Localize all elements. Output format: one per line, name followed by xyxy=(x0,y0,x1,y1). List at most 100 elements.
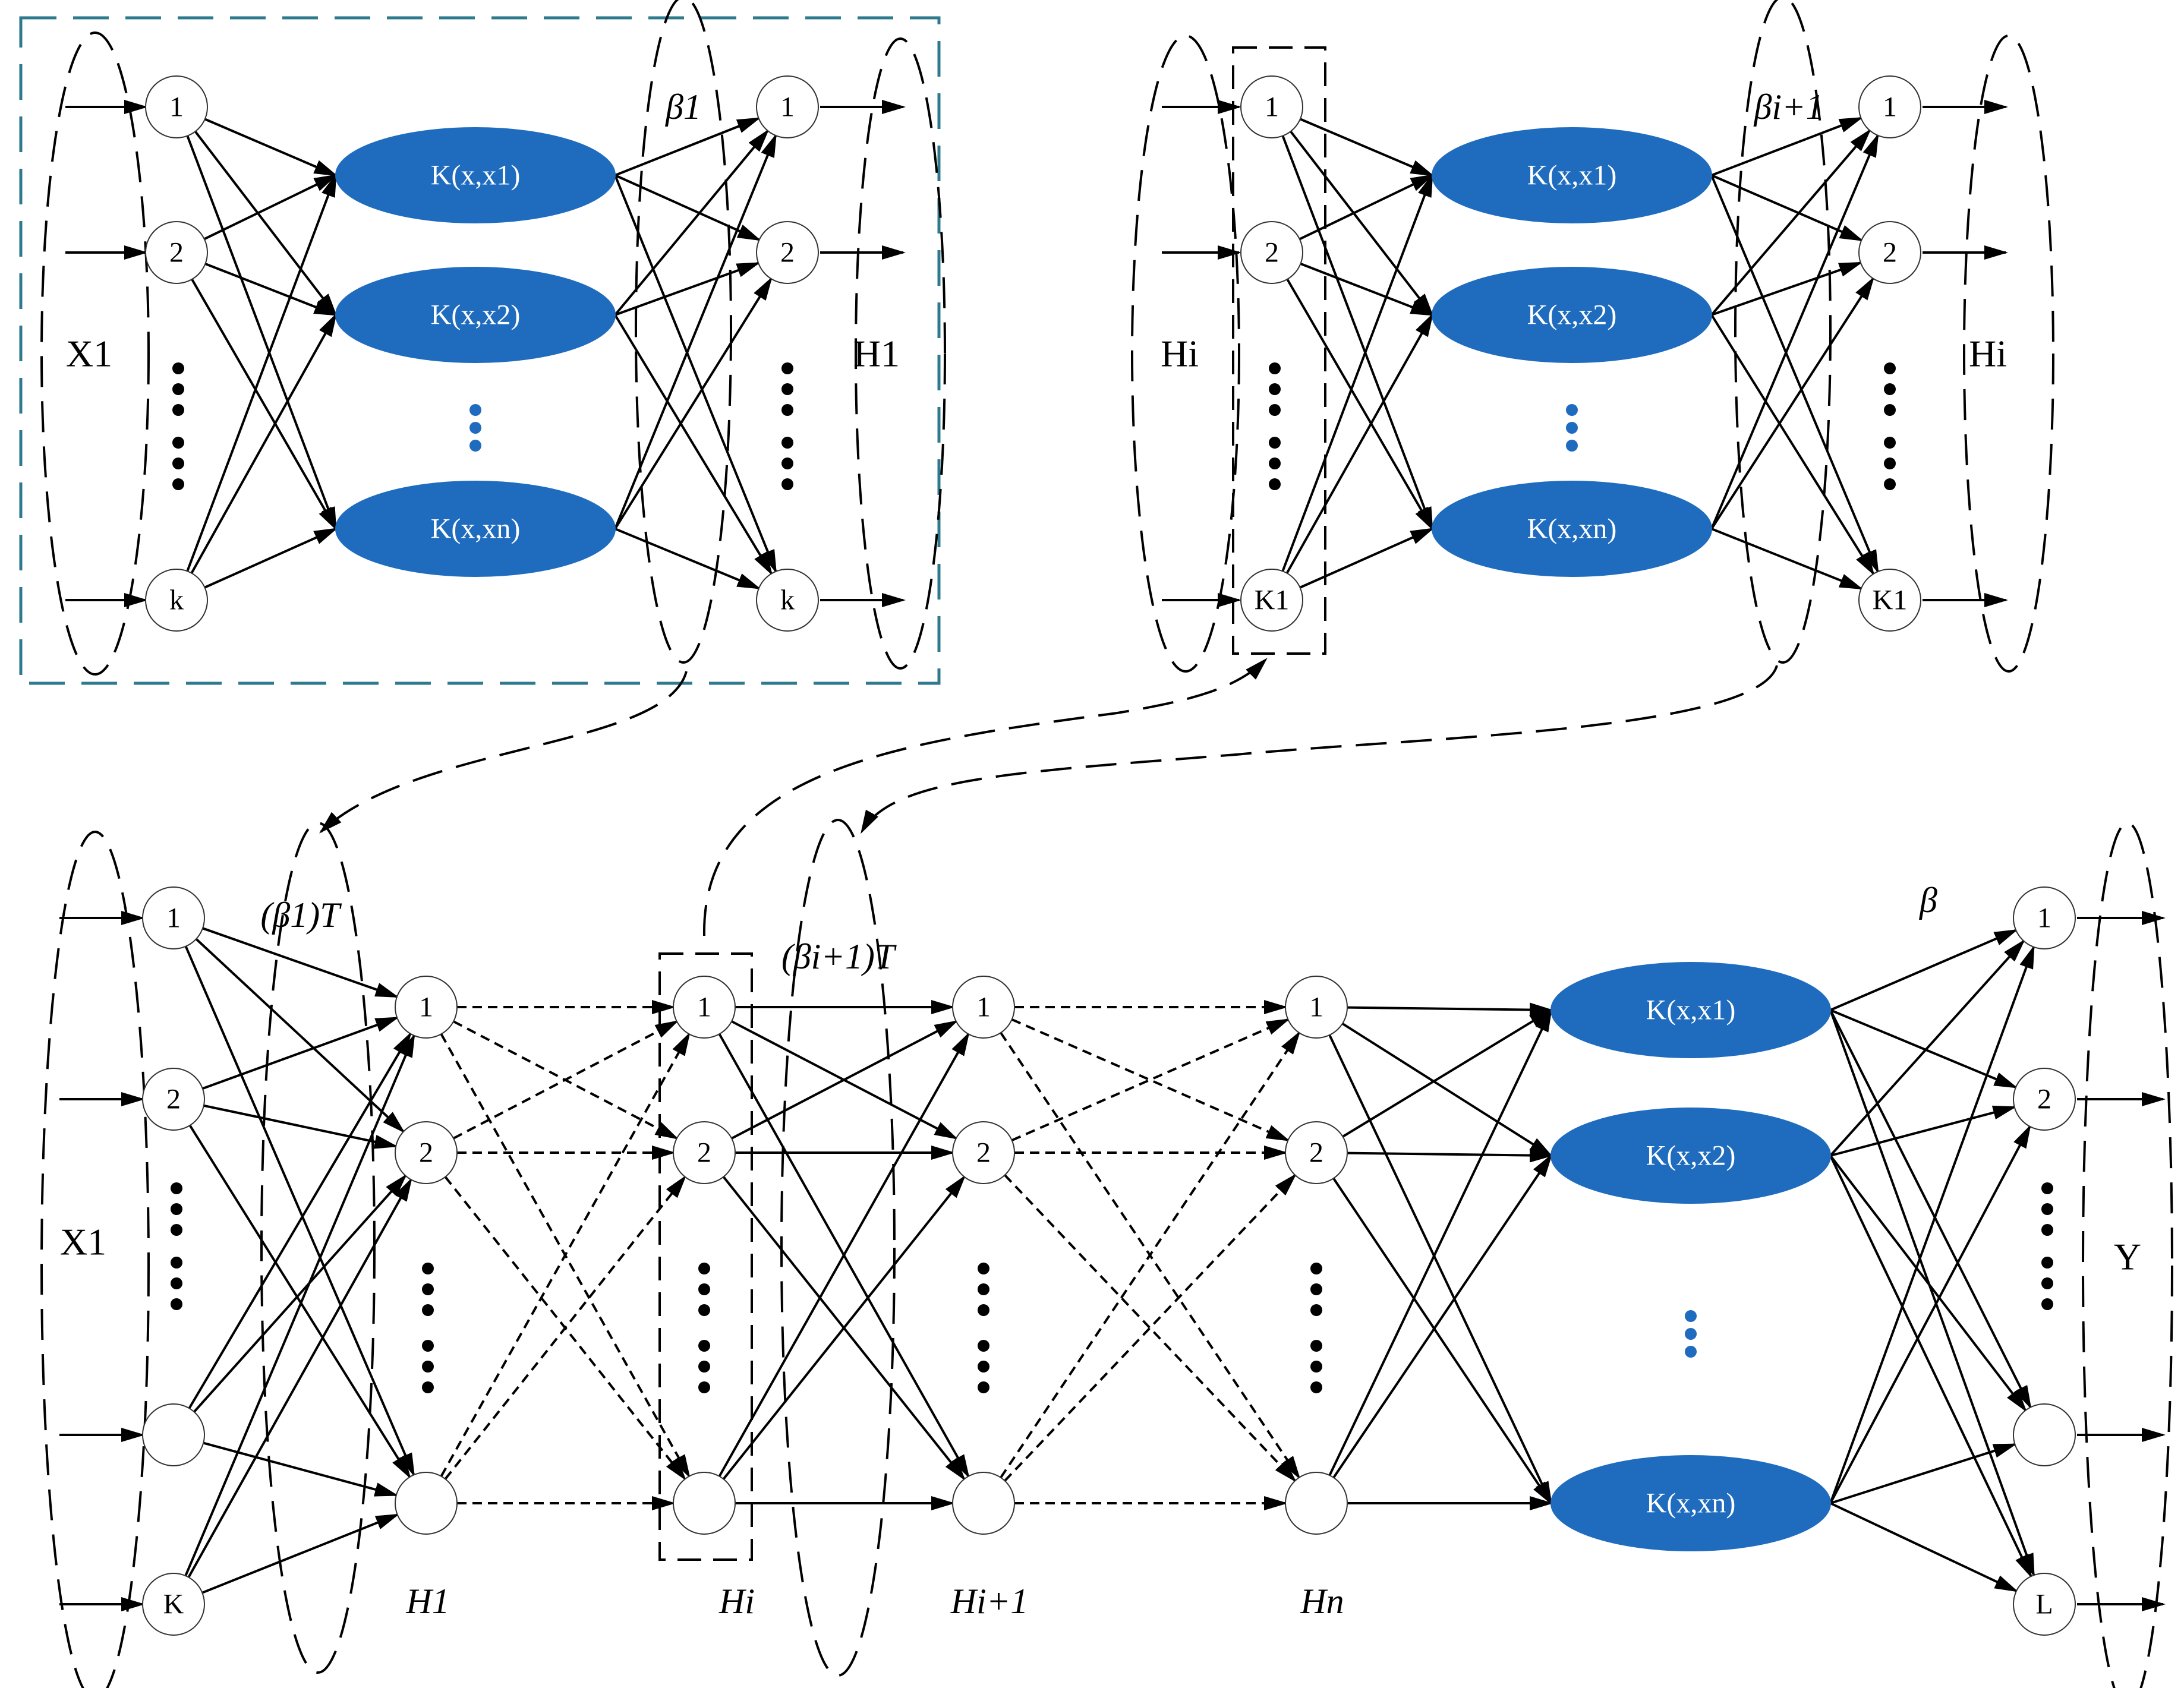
b-edge-kernel-out xyxy=(1830,1105,2017,1157)
b-edge-hn-kernel xyxy=(1347,1002,1553,1017)
tr-input-node-k1: K1 xyxy=(1240,569,1303,632)
tr-input-node-2: 2 xyxy=(1240,221,1303,284)
svg-text:K(x,x2): K(x,x2) xyxy=(1527,299,1617,331)
tl-edge-kernel-out xyxy=(614,261,761,316)
svg-text:2: 2 xyxy=(780,237,795,269)
tl-edge-in-kernel xyxy=(190,313,337,574)
tl-edge-kernel-out xyxy=(614,128,770,316)
tr-edge-kernel-out xyxy=(1711,261,1863,316)
b-betai1t-label: (βi+1)T xyxy=(781,937,897,976)
b-edge-hn-kernel xyxy=(1328,1008,1552,1476)
tl-input-label: X1 xyxy=(66,333,112,375)
b-layer-label-hn: Hn xyxy=(1300,1582,1344,1621)
tl-output-node-1: 1 xyxy=(756,75,819,138)
b-hi-node-1: 1 xyxy=(673,976,736,1039)
b-edges xyxy=(184,927,2035,1594)
svg-text:L: L xyxy=(2035,1589,2053,1620)
b-edge-hi1-hn xyxy=(1004,1173,1297,1482)
tl-output-label: H1 xyxy=(853,333,900,375)
b-edge-hn-kernel xyxy=(1332,1153,1553,1479)
tl-edge-in-kernel xyxy=(191,279,337,531)
b-edge-hn-kernel xyxy=(1342,1008,1553,1138)
b-edge-in-h1 xyxy=(195,938,405,1134)
tl-edge-kernel-out xyxy=(614,133,777,529)
b-input-node-3 xyxy=(142,1403,205,1466)
svg-text:K(x,xn): K(x,xn) xyxy=(1646,1488,1736,1519)
tr-beta-group xyxy=(1734,0,1832,664)
svg-text:K(x,x1): K(x,x1) xyxy=(1646,995,1736,1026)
b-edge-h1-hi xyxy=(444,1175,687,1480)
svg-text:1: 1 xyxy=(1883,92,1897,123)
tl-input-node-2: 2 xyxy=(145,221,208,284)
connector-beta1-to-bottom xyxy=(319,671,688,834)
svg-text:1: 1 xyxy=(169,92,184,123)
b-hi1-ellipsis xyxy=(978,1263,989,1393)
b-output-label: Y xyxy=(2114,1236,2141,1278)
tl-kernel-node-1: K(x,x1) xyxy=(335,127,616,223)
tr-input-label: Hi xyxy=(1161,333,1199,375)
svg-text:K: K xyxy=(163,1589,184,1620)
b-h1-node-1: 1 xyxy=(395,976,458,1039)
tr-kernel-ellipsis xyxy=(1566,404,1578,452)
tl-edge-in-kernel xyxy=(204,528,338,589)
tr-edge-kernel-out xyxy=(1710,128,1871,316)
svg-text:K1: K1 xyxy=(1255,585,1290,616)
tr-input-arrows xyxy=(1162,100,1241,607)
b-hn-ellipsis xyxy=(1310,1263,1322,1393)
tl-output-node-2: 2 xyxy=(756,221,819,284)
b-edge-kernel-out xyxy=(1830,1009,2018,1088)
svg-text:2: 2 xyxy=(1309,1137,1323,1169)
tr-edge-in-kernel xyxy=(1285,313,1433,574)
svg-text:1: 1 xyxy=(976,992,991,1023)
tr-output-group xyxy=(1963,34,2054,673)
tr-edge-in-kernel xyxy=(1299,174,1435,241)
b-edge-in-h1 xyxy=(188,1125,411,1479)
tl-input-node-k: k xyxy=(145,569,208,632)
svg-text:K(x,xn): K(x,xn) xyxy=(1527,513,1617,545)
b-edge-hn-kernel xyxy=(1328,1034,1552,1506)
b-edge-in-h1 xyxy=(188,1031,412,1409)
b-beta1t-label: (β1)T xyxy=(260,895,342,935)
b-edge-kernel-out xyxy=(1829,1155,2032,1579)
tl-input-node-1: 1 xyxy=(145,75,208,138)
b-layer-label-hi: Hi xyxy=(718,1582,755,1621)
top-left-frame xyxy=(19,16,941,685)
b-hn-node-1: 1 xyxy=(1285,976,1348,1039)
tr-output-ellipsis xyxy=(1884,362,1896,490)
tl-output-arrows xyxy=(820,100,906,607)
b-edge-kernel-out xyxy=(1829,939,2025,1157)
svg-text:2: 2 xyxy=(1265,237,1279,269)
b-edge-h1-hi xyxy=(453,1020,679,1140)
b-output-group xyxy=(2082,822,2173,1688)
tl-edge-in-kernel xyxy=(186,173,337,572)
b-edge-kernel-out xyxy=(1830,929,2018,1011)
tr-input-group xyxy=(1131,34,1240,673)
tr-edge-kernel-out xyxy=(1710,276,1874,530)
svg-text:K1: K1 xyxy=(1873,585,1908,616)
tl-edge-kernel-out xyxy=(614,117,761,176)
b-edge-in-h1 xyxy=(202,927,399,998)
tr-input-node-1: 1 xyxy=(1240,75,1303,138)
b-edge-hi1-hn xyxy=(1004,1174,1297,1483)
b-edge-h1-hi xyxy=(440,1031,691,1477)
svg-text:1: 1 xyxy=(697,992,711,1023)
b-kernel-node-2: K(x,x2) xyxy=(1550,1108,1831,1204)
connector-hi-to-topright xyxy=(702,658,1268,936)
b-output-node-l: L xyxy=(2013,1573,2076,1636)
tl-edge-in-kernel xyxy=(204,263,338,316)
tl-edge-in-kernel xyxy=(186,135,337,531)
svg-text:2: 2 xyxy=(169,237,184,269)
tl-edge-kernel-out xyxy=(614,175,777,574)
b-edge-hn-kernel xyxy=(1347,1148,1553,1163)
b-h1-ellipsis xyxy=(422,1263,434,1393)
b-h1-node-2: 2 xyxy=(395,1121,458,1184)
tr-edge-in-kernel xyxy=(1281,173,1433,572)
tl-output-group xyxy=(855,37,946,670)
tr-kernel-node-n: K(x,xn) xyxy=(1432,481,1712,577)
tr-edge-kernel-out xyxy=(1710,175,1879,574)
svg-text:2: 2 xyxy=(976,1137,991,1169)
b-edge-hi1-hn xyxy=(1000,1030,1301,1478)
svg-text:1: 1 xyxy=(1265,92,1279,123)
tr-edge-kernel-out xyxy=(1710,133,1879,529)
